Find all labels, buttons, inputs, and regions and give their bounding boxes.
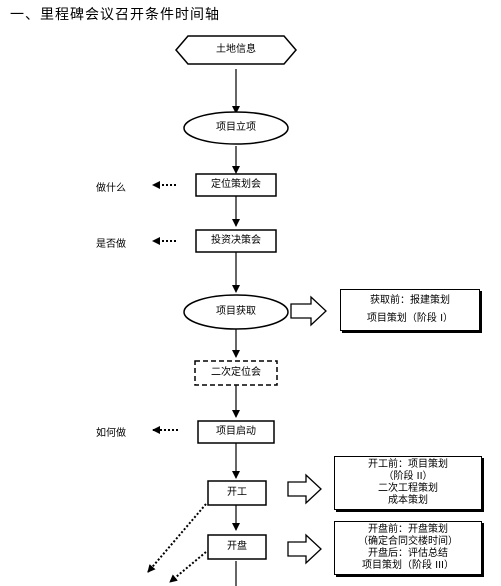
land-info-node [175,35,297,65]
note-line: 成本策划 [388,495,428,506]
project-launch-label: 项目启动 [216,426,256,437]
note-sales: 开盘前：开盘策划 （确定合同交楼时间） 开盘后：评估总结 项目策划（阶段 III… [334,521,482,575]
investment-meeting-node [195,229,277,253]
dotted-arrow-diagonal-2 [169,551,207,583]
page-title: 一、里程碑会议召开条件时间轴 [10,7,220,23]
positioning-meeting-label: 定位策划会 [211,179,261,190]
sales-open-node [207,534,267,560]
block-arrow-sales [287,533,322,565]
dotted-arrow-diagonal-1 [147,503,207,573]
block-arrow-acquisition [290,295,327,327]
second-positioning-label: 二次定位会 [211,367,261,378]
project-setup-node [183,111,289,145]
note-line: 项目策划（阶段 I） [366,313,454,324]
construction-start-node [207,480,267,506]
land-info-label: 土地信息 [216,44,256,55]
project-acquisition-label: 项目获取 [216,306,256,317]
positioning-meeting-node [195,173,277,197]
second-positioning-node [194,360,278,386]
project-launch-node [197,420,275,444]
side-label-what: 做什么 [96,183,126,194]
investment-meeting-label: 投资决策会 [211,235,261,246]
note-line: 开盘后：评估总结 [368,548,448,559]
note-acquisition: 获取前：报建策划 项目策划（阶段 I） [340,289,480,331]
sales-open-label: 开盘 [227,541,247,552]
note-line: 获取前：报建策划 [370,295,450,306]
note-line: 二次工程策划 [378,483,438,494]
note-line: 开盘前：开盘策划 [368,524,448,535]
note-line: （确定合同交楼时间） [358,536,458,547]
side-label-how: 如何做 [96,428,126,439]
side-label-whether: 是否做 [96,239,126,250]
block-arrow-construction [287,473,322,505]
note-line: （阶段 II） [383,471,433,482]
project-acquisition-node [183,294,289,330]
note-line: 开工前：项目策划 [368,459,448,470]
construction-start-label: 开工 [227,487,247,498]
project-setup-label: 项目立项 [216,122,256,133]
note-line: 项目策划（阶段 III） [361,560,455,571]
note-construction: 开工前：项目策划 （阶段 II） 二次工程策划 成本策划 [334,456,482,510]
